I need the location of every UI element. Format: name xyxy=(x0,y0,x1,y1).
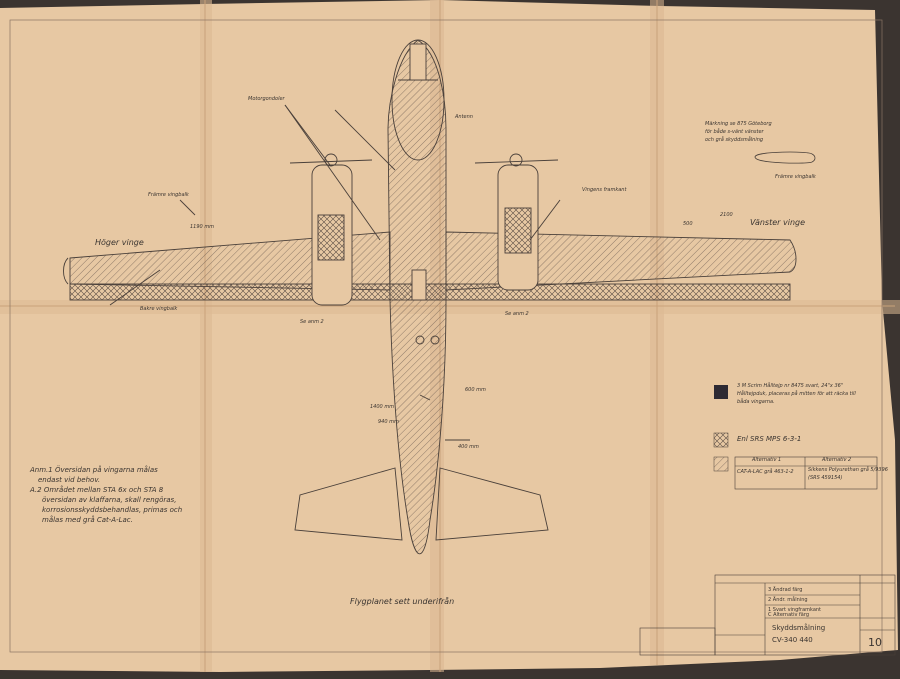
legend-black-text-1: 3 M Scrim Hålltejp nr 8475 svart, 24"x 3… xyxy=(737,383,844,389)
notes-block: Anm.1 Översidan på vingarna målas endast… xyxy=(30,465,182,525)
measure-2: 1400 mm xyxy=(370,404,395,410)
front-wing-beam-label: Främre vingbalk xyxy=(148,192,189,198)
marking-note-line1: Märkning se 875 Göteborg xyxy=(705,121,772,127)
legend-alt1-header: Alternativ 1 xyxy=(752,457,782,463)
notes-line2: endast vid behov. xyxy=(38,476,101,484)
marking-note-line2: för både s-vänt vänster xyxy=(705,129,764,135)
sheet-number: 10 xyxy=(868,636,882,649)
revision-4: C Alternativ färg xyxy=(768,612,809,618)
view-title: Flygplanet sett underifrån xyxy=(350,597,455,606)
marking-note-line3: och grå skyddsmålning xyxy=(705,137,764,143)
revision-1: 3 Ändrad färg xyxy=(768,587,803,593)
legend-black-text-3: båda vingarna. xyxy=(737,399,775,405)
see-note-a: Se anm 2 xyxy=(300,319,324,325)
measure-4: 940 mm xyxy=(378,419,399,425)
left-wing-label: Vänster vinge xyxy=(750,218,806,227)
drawing-number: CV-340 440 xyxy=(772,636,813,644)
antenna-label: Antenn xyxy=(455,114,473,120)
measure-6: 2100 xyxy=(720,212,733,218)
marking-note-line4: Främre vingbalk xyxy=(775,174,816,180)
right-wing-label: Höger vinge xyxy=(95,238,144,247)
legend-crosshatch-text: Enl SRS MPS 6-3-1 xyxy=(737,435,802,443)
notes-line5: korrosionsskyddsbehandlas, primas och xyxy=(42,506,183,514)
revision-2: 2 Ändr. målning xyxy=(768,597,808,603)
see-note-b: Se anm 2 xyxy=(505,311,529,317)
legend-swatch-crosshatch xyxy=(713,432,729,448)
legend-swatch-black xyxy=(714,385,728,399)
notes-line4: översidan av klaffarna, skall rengöras, xyxy=(42,496,177,504)
measure-3: 400 mm xyxy=(458,444,479,450)
drawing-title: Skyddsmålning xyxy=(772,624,826,632)
legend-swatch-hatch xyxy=(713,456,729,472)
measure-7: 500 xyxy=(683,221,693,227)
notes-line3: A.2 Området mellan STA 6x och STA 8 xyxy=(30,486,164,494)
engine-nacelles-label: Motorgondoler xyxy=(248,96,285,102)
aircraft-drawing xyxy=(63,39,797,555)
legend-alt2-text-1: Sikkens Polyurethan grå 5/9396 xyxy=(808,467,888,473)
title-block xyxy=(639,574,896,656)
legend-alt2-text-2: (SRS 459154) xyxy=(808,475,843,481)
measure-5: 1190 mm xyxy=(190,224,215,230)
legend-black-text-2: Hålltejpduk, placeras på mitten för att … xyxy=(737,391,856,397)
horizontal-stabilizer-right xyxy=(294,467,403,541)
antenna-detail-sketch xyxy=(754,151,816,164)
rear-wing-beam-label: Bakre vingbalk xyxy=(140,306,178,312)
measure-1: 600 mm xyxy=(465,387,486,393)
revision-3: 1 Svart vingframkant xyxy=(768,607,822,613)
notes-line1: Anm.1 Översidan på vingarna målas xyxy=(30,466,158,474)
wing-edge-label: Vingens framkant xyxy=(582,187,627,193)
horizontal-stabilizer-left xyxy=(435,467,549,541)
legend-alt1-text: CAT-A-LAC grå 463-1-2 xyxy=(737,469,794,475)
notes-line6: målas med grå Cat-A-Lac. xyxy=(42,516,133,524)
legend-alt2-header: Alternativ 2 xyxy=(822,457,852,463)
